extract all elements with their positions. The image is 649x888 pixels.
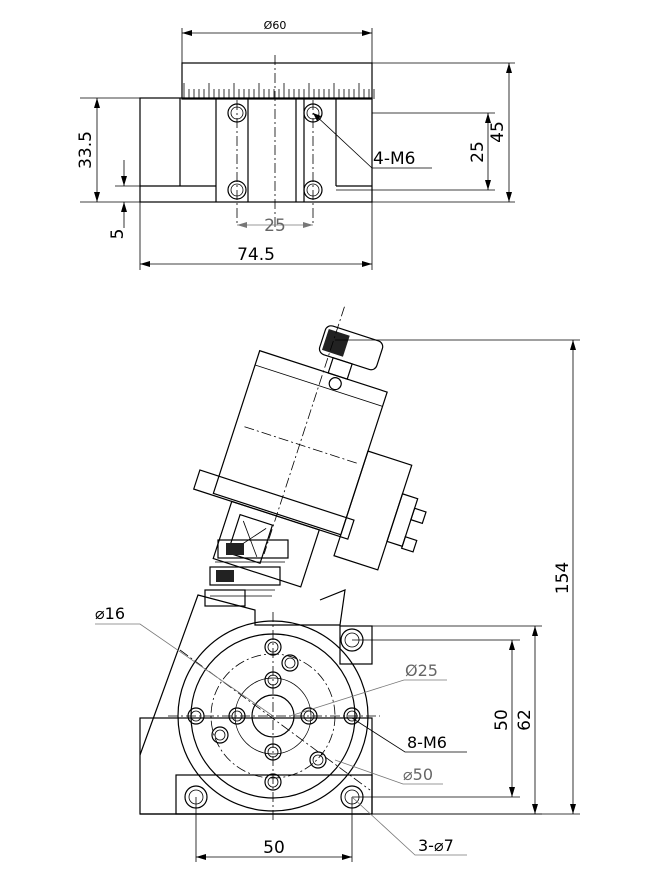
dim-diameter-60: Ø60 (264, 19, 287, 32)
rotation-stage (168, 612, 380, 820)
disk-hole (211, 726, 229, 744)
callout-8-m6: 8-M6 (407, 733, 447, 752)
disk-hole (264, 671, 282, 689)
m6-hole (303, 103, 323, 123)
disk-hole (300, 707, 318, 725)
dial-scale-ticks (183, 83, 375, 99)
dim-total-45: 45 (488, 121, 508, 143)
dim-base-5: 5 (108, 229, 128, 240)
callout-dia-25: Ø25 (405, 661, 438, 680)
spring-coupling (204, 539, 289, 607)
dial-ring (181, 62, 373, 100)
dim-height-33-5: 33.5 (76, 131, 96, 169)
callout-3-dia-7: 3-⌀7 (418, 836, 454, 855)
callout-dia-50: ⌀50 (403, 765, 433, 784)
disk-hole (187, 707, 205, 725)
dim-inner-25: 25 (468, 141, 488, 163)
disk-hole (281, 654, 299, 672)
front-view: 154 50 62 50 ⌀16 Ø25 8-M6 ⌀50 (95, 306, 580, 862)
m6-hole (303, 180, 323, 200)
disk-hole (309, 751, 327, 769)
dim-hole-spacing-25: 25 (264, 216, 286, 236)
dim-inner-50: 50 (492, 709, 512, 731)
dim-total-154: 154 (553, 562, 573, 594)
dim-base-50: 50 (263, 838, 285, 858)
body-outline (139, 97, 373, 203)
motor-assembly (192, 306, 427, 588)
disk-hole (228, 707, 246, 725)
connector-box (333, 450, 413, 571)
m6-hole (227, 103, 247, 123)
callout-dia-16: ⌀16 (95, 604, 125, 623)
dim-width-74-5: 74.5 (237, 245, 275, 265)
base-bracket (139, 589, 373, 815)
disk-hole (343, 707, 361, 725)
disk-hole (264, 743, 282, 761)
disk-hole (264, 773, 282, 791)
knurled-grip (322, 328, 350, 357)
dim-outer-62: 62 (515, 709, 535, 731)
motor-body (212, 349, 388, 536)
top-view: Ø60 33.5 5 25 74.5 4-M6 (76, 19, 515, 270)
callout-4-m6: 4-M6 (373, 149, 415, 169)
disk-m6-holes (187, 638, 361, 791)
disk-hole (264, 638, 282, 656)
m6-hole (227, 180, 247, 200)
